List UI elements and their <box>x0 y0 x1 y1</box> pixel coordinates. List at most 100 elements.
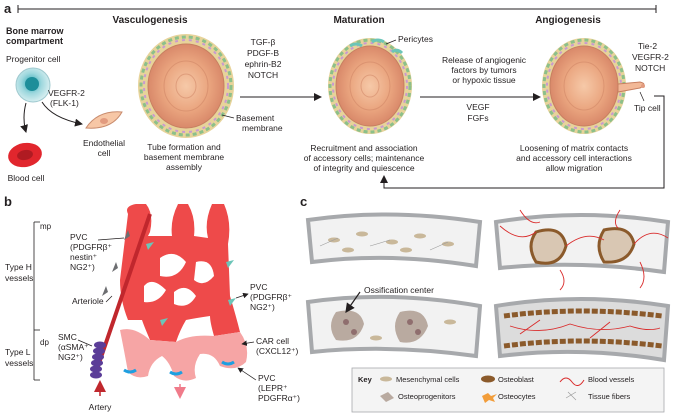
vessel-angiogenesis <box>542 38 645 134</box>
vessel-maturation <box>328 38 412 134</box>
pvc2-pointer <box>235 292 249 299</box>
arteriole-label: Arteriole <box>72 296 104 306</box>
osteocyte-swatch-icon <box>482 393 497 403</box>
endothelial-cell-icon <box>85 111 123 129</box>
lepr-cells <box>123 360 235 376</box>
panel-c-letter: c <box>300 194 307 209</box>
arteriole-pointer <box>105 295 113 303</box>
caption-tube-line3: assembly <box>166 162 203 172</box>
notch-label: NOTCH <box>248 70 278 80</box>
pvc3-title: PVC <box>258 373 275 383</box>
stage-angiogenesis: Angiogenesis <box>535 15 601 26</box>
blood-vessel-swatch-icon <box>559 377 585 386</box>
caption-maturation-line3: of integrity and quiescence <box>313 163 414 173</box>
tgf-beta-label: TGF-β <box>251 37 276 47</box>
endothelial-cell-word: cell <box>98 148 111 158</box>
smc-marker2: NG2⁺) <box>58 352 83 362</box>
ossification-arrow <box>345 291 361 313</box>
endothelial-label: Endothelial <box>83 138 125 148</box>
bone-marrow-label: Bone marrow <box>6 26 65 36</box>
smc-coil <box>90 341 106 379</box>
vegfr2-label: VEGFR-2 <box>48 88 85 98</box>
type-h-vessels-label: vessels <box>5 273 33 283</box>
to-endothelial-arrow <box>41 101 83 127</box>
car-title: CAR cell <box>256 336 289 346</box>
key-legend: Key Mesenchymal cells Osteoblast Blood v… <box>351 367 665 413</box>
stage-vasculogenesis: Vasculogenesis <box>112 15 187 26</box>
progenitor-label: Progenitor cell <box>6 54 60 64</box>
car-pointer <box>241 340 255 346</box>
to-blood-cell-arrow <box>20 102 28 133</box>
panel-b: b mp dp Type H vessels Type L vessels <box>4 194 300 412</box>
caption-maturation-line2: of accessory cells; maintenance <box>304 153 425 163</box>
pericytes-label: Pericytes <box>398 34 433 44</box>
blood-cell-label: Blood cell <box>8 173 45 183</box>
pvc3-pointer <box>237 367 257 381</box>
car-marker: (CXCL12⁺) <box>256 346 298 356</box>
membrane-label: membrane <box>242 123 283 133</box>
release-line1: Release of angiogenic <box>442 55 527 65</box>
pvc1-pointer <box>97 237 125 241</box>
smc-title: SMC <box>58 332 77 342</box>
pericytes-pointer <box>385 39 397 45</box>
flk1-label: (FLK-1) <box>50 98 79 108</box>
vegfr2-receptor-label: VEGFR-2 <box>632 52 669 62</box>
key-osteoblast: Osteoblast <box>498 375 535 384</box>
key-blood-vessels: Blood vessels <box>588 375 635 384</box>
caption-maturation-line1: Recruitment and association <box>310 143 418 153</box>
caption-angio-line3: allow migration <box>546 163 603 173</box>
compartment-label: compartment <box>6 36 63 46</box>
vegf-label: VEGF <box>466 102 489 112</box>
key-mesenchymal: Mesenchymal cells <box>396 375 460 384</box>
type-l-vessel-network <box>120 329 248 381</box>
progenitor-nucleus-icon <box>25 77 39 91</box>
pvc2-marker1: (PDGFRβ⁺ <box>250 292 292 302</box>
pvc2-marker2: NG2⁺) <box>250 302 275 312</box>
pvc3-marker2: PDGFRα⁺) <box>258 393 300 403</box>
panel-c: c <box>300 194 671 413</box>
type-l-label: Type L <box>5 347 31 357</box>
key-title: Key <box>358 375 373 384</box>
bone-stage-mesenchymal <box>305 212 483 269</box>
stage-maturation: Maturation <box>333 15 384 26</box>
tissue-fiber-swatch-icon <box>565 391 577 401</box>
smc-pointer <box>77 339 93 347</box>
pdgf-b-label: PDGF-B <box>247 48 279 58</box>
panel-b-letter: b <box>4 194 12 209</box>
artery-label: Artery <box>89 402 112 412</box>
osteoprogenitor-swatch-icon <box>380 392 394 402</box>
pvc2-title: PVC <box>250 282 267 292</box>
caption-tube-line2: basement membrane <box>144 152 225 162</box>
bone-stage-vascularized <box>493 209 671 291</box>
ossification-label: Ossification center <box>364 285 434 295</box>
mesenchymal-swatch-icon <box>380 376 392 382</box>
tip-cell-label: Tip cell <box>634 103 661 113</box>
key-osteocytes: Osteocytes <box>498 392 536 401</box>
ephrin-b2-label: ephrin-B2 <box>245 59 282 69</box>
type-h-label: Type H <box>5 262 32 272</box>
bone-stage-mature <box>493 297 671 363</box>
caption-angio-line2: and accessory cell interactions <box>516 153 632 163</box>
tip-pointer <box>639 91 645 102</box>
release-line3: or hypoxic tissue <box>452 75 516 85</box>
panel-a: a Vasculogenesis Maturation Angiogenesis… <box>4 1 669 189</box>
smc-marker1: (αSMA⁺ <box>58 342 89 352</box>
pvc1-title: PVC <box>70 232 87 242</box>
feedback-arrow <box>380 95 665 189</box>
release-line2: factors by tumors <box>451 65 516 75</box>
vessel-tube-formation <box>138 34 234 138</box>
caption-angio-line1: Loosening of matrix contacts <box>520 143 628 153</box>
tie2-label: Tie-2 <box>638 41 657 51</box>
key-tissue-fibers: Tissue fibers <box>588 392 630 401</box>
bone-stage-ossification <box>305 294 483 359</box>
notch-receptor-label: NOTCH <box>635 63 665 73</box>
dp-label: dp <box>40 338 49 347</box>
caption-tube-line1: Tube formation and <box>147 142 221 152</box>
pvc1-marker1: (PDGFRβ⁺ <box>70 242 112 252</box>
type-l-vessels-label: vessels <box>5 358 33 368</box>
pvc3-marker1: (LEPR⁺ <box>258 383 288 393</box>
type-h-vessel-network <box>120 204 240 342</box>
pvc1-marker2: nestin⁺ <box>70 252 98 262</box>
